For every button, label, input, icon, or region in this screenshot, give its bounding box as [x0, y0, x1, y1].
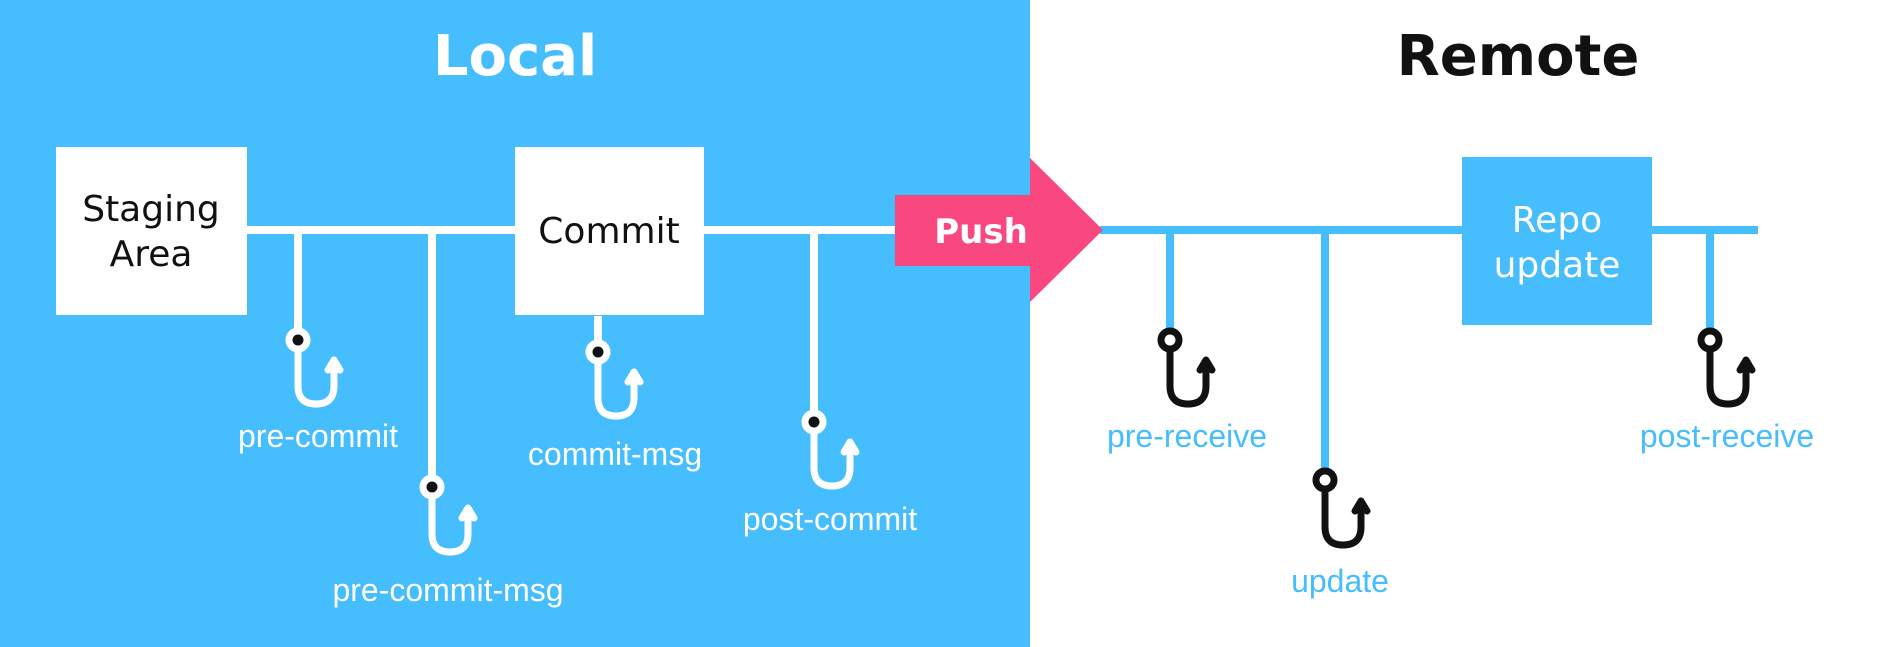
pre-commit-msg-hook-icon — [419, 474, 478, 556]
repo-update-label-line2: update — [1494, 245, 1621, 286]
remote-panel — [1030, 0, 1892, 647]
pre-commit-label: pre-commit — [238, 418, 398, 454]
pre-receive-label: pre-receive — [1107, 418, 1267, 454]
commit-msg-hook-icon — [585, 339, 644, 420]
pre-receive-hook-icon — [1157, 327, 1216, 408]
post-commit-hook-icon — [801, 409, 860, 490]
staging-area-label-line2: Area — [110, 234, 193, 275]
commit-box: Commit — [515, 147, 704, 315]
update-hook-icon — [1312, 467, 1371, 549]
local-panel — [0, 0, 1030, 647]
pre-commit-hook-icon — [285, 327, 344, 408]
update-label: update — [1291, 563, 1389, 599]
post-receive-label: post-receive — [1640, 418, 1814, 454]
post-commit-label: post-commit — [743, 501, 917, 537]
local-flow-line — [247, 226, 895, 487]
repo-update-box: Repo update — [1462, 157, 1652, 325]
repo-update-label-line1: Repo — [1512, 200, 1602, 241]
pre-commit-msg-label: pre-commit-msg — [332, 572, 563, 608]
remote-title: Remote — [1397, 24, 1640, 89]
push-label: Push — [934, 212, 1028, 252]
commit-label: Commit — [538, 211, 679, 252]
commit-msg-label: commit-msg — [528, 436, 702, 472]
push-arrow: Push — [895, 158, 1103, 302]
staging-area-box: Staging Area — [56, 147, 247, 315]
post-receive-hook-icon — [1697, 327, 1756, 408]
local-title: Local — [433, 24, 597, 89]
staging-area-label-line1: Staging — [82, 189, 220, 230]
